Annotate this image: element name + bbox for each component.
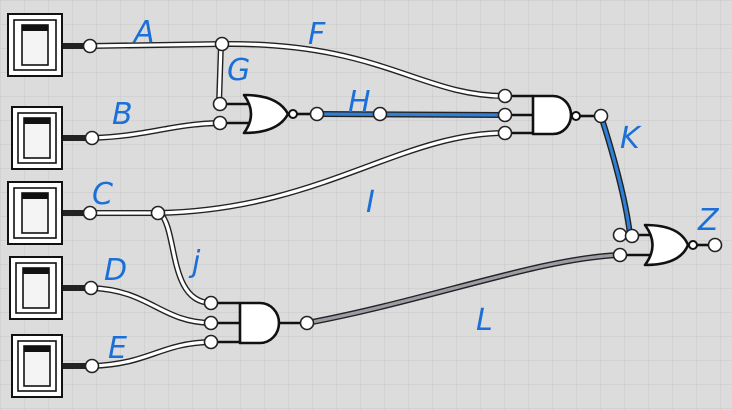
switch-rocker <box>23 345 51 387</box>
switch-rocker <box>21 192 49 234</box>
nand-top-body <box>531 94 573 136</box>
label-k: K <box>620 121 642 156</box>
pin-nor-output-in2[interactable] <box>612 247 628 263</box>
wire-l[interactable] <box>304 252 623 326</box>
label-g: G <box>227 53 250 88</box>
pin-nand-top-in1[interactable] <box>497 88 513 104</box>
switch-4[interactable] <box>9 256 63 320</box>
pin-sw2-out[interactable] <box>84 130 100 146</box>
pin-and-bottom-out[interactable] <box>299 315 315 331</box>
pin-nor-output-in1[interactable] <box>612 227 628 243</box>
pin-nor-top-in2[interactable] <box>212 115 228 131</box>
pin-junction-ag[interactable] <box>214 36 230 52</box>
pin-nand-top-out[interactable] <box>593 108 609 124</box>
pins <box>82 36 723 374</box>
switch-1[interactable] <box>7 13 63 77</box>
pin-nor-output-in1b[interactable] <box>624 228 640 244</box>
gate-nand-top[interactable] <box>510 94 596 136</box>
pin-and-bottom-in3[interactable] <box>203 334 219 350</box>
wire-g[interactable] <box>216 41 224 107</box>
label-f: F <box>308 17 326 52</box>
pin-junction-ci[interactable] <box>150 205 166 221</box>
pin-nor-output-out[interactable] <box>707 237 723 253</box>
pin-sw3-out[interactable] <box>82 205 98 221</box>
pin-nor-top-in1[interactable] <box>212 96 228 112</box>
label-d: D <box>104 253 127 288</box>
wire-h[interactable] <box>314 111 508 118</box>
gate-and-bottom[interactable] <box>216 301 302 345</box>
nand-top-bubble <box>571 111 581 121</box>
pin-sw1-out[interactable] <box>82 38 98 54</box>
label-b: B <box>112 97 133 132</box>
pin-sw4-out[interactable] <box>83 280 99 296</box>
label-j: j <box>188 245 201 280</box>
pin-h-mid[interactable] <box>372 106 388 122</box>
pin-and-bottom-in1[interactable] <box>203 295 219 311</box>
pin-nand-top-in2[interactable] <box>497 107 513 123</box>
switch-rocker-top <box>22 193 48 199</box>
label-l: L <box>476 303 493 338</box>
label-c: C <box>92 177 113 212</box>
pin-and-bottom-in2[interactable] <box>203 315 219 331</box>
wire-k[interactable] <box>598 113 633 238</box>
switch-rocker-top <box>24 346 50 352</box>
pin-nor-top-out[interactable] <box>309 106 325 122</box>
nor-top-body <box>242 93 290 135</box>
pin-nand-top-in3[interactable] <box>497 125 513 141</box>
wire-labels: A F G B H K C I j D E L Z <box>92 15 720 366</box>
wire-f[interactable] <box>219 40 508 99</box>
label-e: E <box>108 331 127 366</box>
nor-top-bubble <box>288 109 298 119</box>
wire-j[interactable] <box>157 210 214 306</box>
switch-rocker-top <box>23 268 49 274</box>
label-i: I <box>366 185 375 220</box>
switch-rocker-top <box>22 25 48 31</box>
and-bottom-body <box>238 301 281 345</box>
label-h: H <box>348 85 371 120</box>
switch-3[interactable] <box>7 181 63 245</box>
gate-nor-top[interactable] <box>224 93 312 135</box>
switch-rocker-top <box>24 118 50 124</box>
label-a: A <box>132 15 155 50</box>
pin-sw5-out[interactable] <box>84 358 100 374</box>
wire-i[interactable] <box>155 130 508 216</box>
switch-2[interactable] <box>11 106 63 170</box>
switch-5[interactable] <box>11 334 63 398</box>
nor-output-body <box>643 223 690 267</box>
label-z: Z <box>697 203 720 238</box>
nor-output-bubble <box>688 240 698 250</box>
